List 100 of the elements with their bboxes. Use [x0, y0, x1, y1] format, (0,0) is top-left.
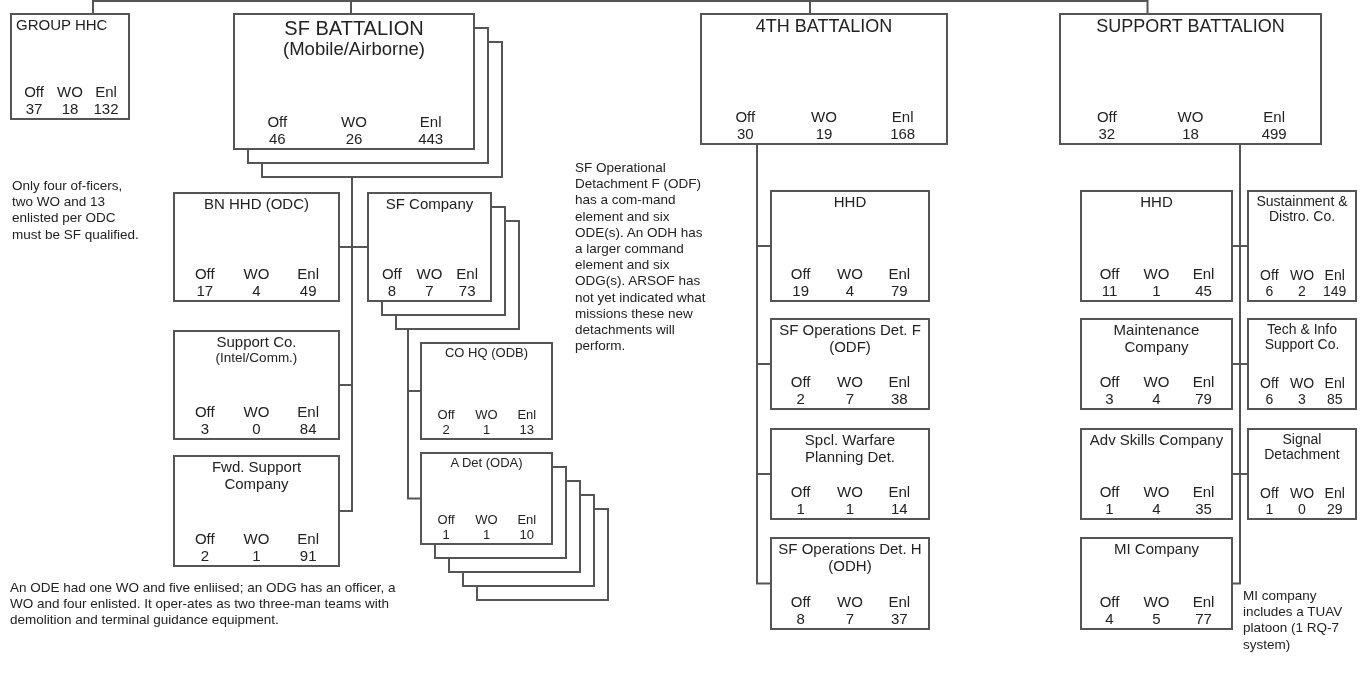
personnel-count: 4 — [1104, 610, 1115, 627]
unit-name: BN HHD (ODC) — [203, 196, 310, 213]
personnel-count: 18 — [60, 100, 80, 117]
personnel-count: 30 — [736, 125, 755, 142]
note-text: SF Operational Detachment F (ODF) has a com-mand element and six ODE(s). An ODH has a larger command element and six ODG(s). ARSOF has not yet indicated what missions these new detachments will perform. — [575, 160, 707, 355]
personnel-count: 91 — [298, 547, 318, 564]
unit-box — [1247, 318, 1357, 410]
unit-name: SF Company — [384, 196, 475, 213]
column-header: WO — [836, 484, 864, 501]
column-header: WO — [1176, 109, 1205, 126]
column-header: WO — [1288, 376, 1316, 392]
column-header: Off — [193, 531, 216, 548]
column-header: Off — [734, 109, 757, 126]
unit-box — [420, 342, 553, 440]
personnel-count: 79 — [889, 282, 909, 299]
unit-box — [10, 13, 130, 120]
unit-box — [1080, 190, 1233, 302]
personnel-count: 38 — [889, 390, 909, 407]
column-header: Enl — [1191, 374, 1216, 391]
column-header: Off — [1098, 594, 1121, 611]
personnel-count: 1 — [844, 500, 856, 517]
personnel-count: 32 — [1097, 125, 1117, 142]
personnel-count: 37 — [24, 100, 44, 117]
personnel-count: 45 — [1194, 282, 1213, 299]
unit-name: Adv Skills Company — [1088, 432, 1225, 449]
column-header: WO — [242, 531, 271, 548]
column-header: Off — [1259, 268, 1280, 284]
personnel-count: 1 — [441, 527, 451, 542]
unit-box — [367, 192, 492, 302]
personnel-count: 26 — [344, 130, 364, 147]
personnel-count: 85 — [1325, 391, 1344, 407]
column-header: Off — [1259, 486, 1280, 502]
unit-box — [1080, 428, 1233, 520]
unit-box — [770, 537, 930, 630]
column-header: WO — [56, 84, 84, 101]
column-header: Enl — [887, 484, 912, 501]
unit-box — [233, 13, 475, 150]
personnel-count: 49 — [298, 282, 318, 299]
personnel-count: 168 — [889, 125, 917, 142]
column-header: Enl — [887, 374, 912, 391]
personnel-count: 2 — [199, 547, 210, 564]
personnel-count: 443 — [417, 130, 445, 147]
unit-name: Spcl. Warfare Planning Det. — [803, 432, 897, 465]
unit-box — [173, 330, 340, 440]
unit-name: Sustainment & Distro. Co. — [1255, 194, 1349, 225]
column-header: Off — [193, 266, 216, 283]
personnel-count: 7 — [844, 610, 856, 627]
personnel-count: 2 — [1297, 283, 1307, 299]
unit-box — [1247, 428, 1357, 520]
unit-box — [1080, 318, 1233, 410]
column-header: WO — [242, 266, 271, 283]
column-header: Enl — [890, 109, 915, 126]
personnel-count: 149 — [1322, 283, 1348, 299]
column-header: WO — [836, 266, 864, 283]
unit-subtitle: (Mobile/Airborne) — [282, 39, 426, 60]
personnel-count: 7 — [424, 282, 435, 299]
column-header: Enl — [1191, 484, 1216, 501]
unit-box — [173, 192, 340, 302]
unit-name: SF Operations Det. F (ODF) — [778, 322, 922, 355]
column-header: Enl — [1323, 268, 1346, 284]
unit-subtitle: (Intel/Comm.) — [214, 350, 299, 366]
column-header: Off — [266, 114, 289, 131]
personnel-count: 6 — [1264, 391, 1275, 407]
column-header: WO — [415, 266, 444, 283]
personnel-count: 11 — [1100, 282, 1119, 299]
column-header: WO — [1142, 594, 1171, 611]
personnel-count: 7 — [844, 390, 856, 407]
personnel-count: 4 — [1151, 390, 1162, 407]
personnel-count: 6 — [1264, 283, 1275, 299]
unit-name: SUPPORT BATTALION — [1095, 17, 1286, 37]
unit-box — [420, 452, 553, 545]
personnel-count: 79 — [1194, 390, 1213, 407]
unit-name: Tech & Info Support Co. — [1263, 322, 1341, 353]
column-header: Enl — [296, 266, 320, 283]
column-header: WO — [474, 408, 499, 423]
personnel-count: 1 — [795, 500, 806, 517]
personnel-count: 46 — [268, 130, 287, 147]
unit-name: CO HQ (ODB) — [443, 346, 530, 361]
personnel-count: 73 — [457, 282, 477, 299]
personnel-count: 14 — [889, 500, 909, 517]
unit-name: Fwd. Support Company — [210, 459, 303, 492]
column-header: Enl — [887, 594, 912, 611]
unit-box — [770, 318, 930, 410]
unit-box — [1059, 13, 1322, 145]
unit-name: GROUP HHC — [16, 17, 109, 34]
column-header: WO — [1288, 268, 1316, 284]
column-header: Off — [1259, 376, 1280, 392]
personnel-count: 1 — [481, 527, 492, 542]
column-header: Enl — [1191, 266, 1216, 283]
personnel-count: 2 — [795, 390, 806, 407]
personnel-count: 1 — [1264, 501, 1275, 517]
personnel-count: 1 — [481, 422, 492, 437]
column-header: WO — [810, 109, 838, 126]
column-header: Enl — [887, 266, 912, 283]
personnel-count: 499 — [1260, 125, 1288, 142]
unit-box — [770, 428, 930, 520]
column-header: Off — [193, 404, 216, 421]
unit-name: SF BATTALION — [283, 17, 425, 39]
column-header: Off — [1095, 109, 1118, 126]
column-header: Off — [436, 513, 456, 528]
